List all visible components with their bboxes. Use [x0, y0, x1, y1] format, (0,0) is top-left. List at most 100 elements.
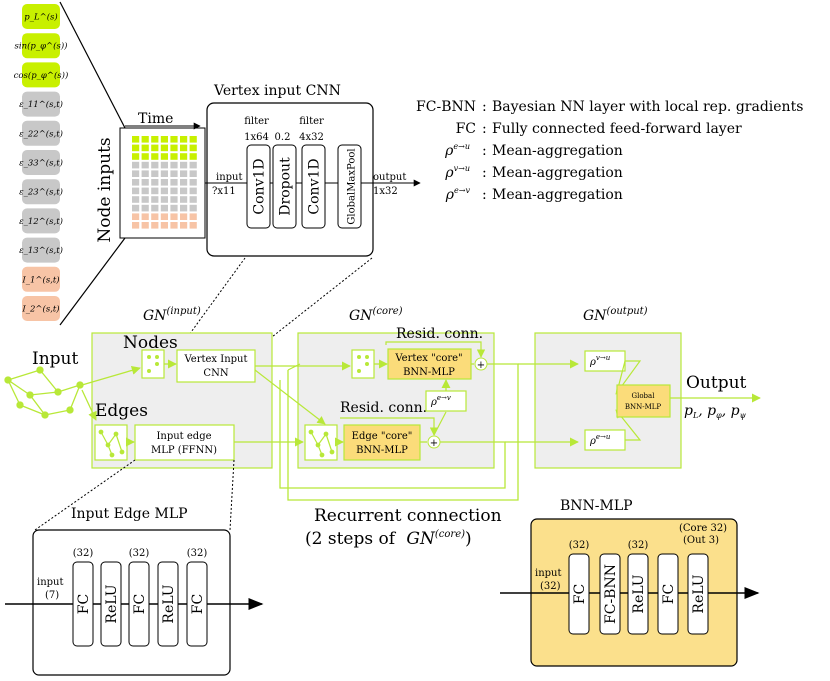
matrix-cell [170, 196, 178, 203]
matrix-cell [151, 161, 159, 169]
main-output-label: Output [686, 373, 747, 393]
node-feature-pill [22, 208, 60, 234]
main-input-label: Input [32, 349, 78, 369]
node-feature-pill [22, 150, 60, 175]
recurrent-loop-outer [287, 363, 519, 501]
input-edge-mlp-line1: Input edge [156, 431, 211, 442]
resid-conn-1: Resid. conn. [396, 326, 483, 342]
legend-description: Bayesian NN layer with local rep. gradie… [492, 99, 803, 115]
edge-mlp-layer-name: ReLU [104, 584, 120, 623]
legend-description: Fully connected feed-forward layer [492, 121, 742, 137]
node-feature-label: ε_13^(s,t) [19, 245, 63, 256]
bnn-mlp-input-dim: (32) [540, 581, 561, 592]
edge-mlp-layer-name: FC [132, 594, 148, 614]
matrix-cell [170, 153, 178, 160]
output-vars: pL, pφ, pψ [684, 403, 747, 420]
matrix-cell [141, 136, 149, 143]
edge-mlp-title: Input Edge MLP [71, 506, 188, 522]
bnn-mlp-out-note: (Out 3) [683, 535, 719, 546]
bnn-mlp-core-note: (Core 32) [679, 523, 727, 534]
edge-core-bnn-box [343, 424, 421, 461]
node-feature-label: sin(p_φ^(s)) [15, 41, 68, 52]
matrix-cell [180, 170, 188, 177]
vertex-plus-sign: + [477, 360, 485, 371]
edge-mlp-zoom-line-left [34, 459, 136, 531]
recurrent-label-2: (2 steps of GN(core)) [305, 529, 472, 549]
matrix-cell [189, 187, 197, 195]
vertex-core-line1: Vertex "core" [394, 353, 462, 364]
cnn-layer-name: GlobalMaxPool [347, 148, 358, 224]
matrix-cell [180, 161, 188, 169]
edge-mlp-layer-name: FC [76, 594, 92, 614]
matrix-cell [151, 136, 159, 143]
vertex-cnn-layers: Conv1Dfilter1x64Dropout0.2Conv1Dfilter4x… [244, 116, 362, 229]
vertex-cnn-title: Vertex input CNN [213, 83, 341, 99]
edge-core-line2: BNN-MLP [356, 445, 408, 456]
matrix-cell [141, 144, 149, 152]
node-feature-label: ε_23^(s,t) [19, 187, 63, 198]
matrix-cell [180, 153, 188, 160]
cnn-layer-box [337, 144, 362, 229]
matrix-cell [170, 204, 178, 212]
zoom-line-bottom [59, 237, 126, 326]
time-label: Time [138, 111, 173, 127]
matrix-cell [189, 222, 197, 229]
cnn-zoom-line-right [257, 257, 373, 349]
gn-input-node-icon [141, 349, 165, 379]
bnn-mlp-layer-box [599, 553, 621, 635]
matrix-cell [160, 196, 168, 203]
gn-output-title: GN(output) [583, 306, 648, 324]
vertex-input-cnn-line1: Vertex Input [183, 354, 247, 365]
matrix-cell [151, 196, 159, 203]
edge-mlp-zoom-line-right [229, 459, 235, 531]
vertex-to-edge-core-arrow [254, 369, 326, 425]
cnn-layer-box [246, 144, 271, 229]
cnn-zoom-line-left [177, 257, 246, 351]
edge-mlp-input-dim: (7) [45, 590, 59, 601]
input-to-edges-arrow [81, 389, 97, 421]
legend: FC-BNN:Bayesian NN layer with local rep.… [416, 99, 803, 203]
bnn-mlp-layer-dim: (32) [569, 540, 590, 551]
node-feature-label: I_2^(s,t) [21, 304, 59, 315]
matrix-cell [170, 179, 178, 186]
matrix-cell [160, 136, 168, 143]
bnn-mlp-layer-box [687, 553, 709, 635]
matrix-cell [151, 222, 159, 229]
matrix-cell [189, 170, 197, 177]
matrix-cell [180, 136, 188, 143]
matrix-cell [180, 213, 188, 220]
vertex-core-bnn-box [387, 348, 472, 380]
node-feature-pill [22, 237, 60, 263]
vertex-cnn-input-label: input [216, 172, 243, 183]
recurrent-loop-inner [279, 380, 506, 489]
matrix-cell [180, 222, 188, 229]
cnn-layer-param-value: 1x64 [244, 132, 269, 143]
cnn-layer-param-value: 0.2 [275, 132, 291, 143]
cnn-layer-param-value: 4x32 [299, 132, 324, 143]
matrix-cell [141, 153, 149, 160]
cnn-layer-box [301, 144, 326, 229]
matrix-cell [180, 144, 188, 152]
edge-mlp-layer-box [186, 561, 208, 647]
matrix-cell [170, 170, 178, 177]
rho-vu-to-global-arrow [615, 360, 642, 395]
edges-label: Edges [95, 401, 148, 421]
bnn-mlp-layer-box [627, 553, 649, 635]
node-feature-label: ε_33^(s,t) [19, 158, 63, 169]
node-feature-pill [22, 179, 60, 205]
matrix-cell [132, 196, 140, 203]
gn-core-title: GN(core) [349, 306, 403, 324]
nodes-label: Nodes [123, 333, 178, 353]
matrix-cell [141, 179, 149, 186]
edge-mlp-layer-dim: (32) [129, 548, 150, 559]
matrix-cell [132, 222, 140, 229]
matrix-cell [132, 144, 140, 152]
node-feature-label: ε_12^(s,t) [19, 216, 63, 227]
legend-key: FC [456, 121, 476, 137]
vertex-cnn-input-shape: ?x11 [212, 186, 236, 197]
node-feature-pill [22, 62, 60, 88]
matrix-cell [170, 213, 178, 220]
recurrent-label-1: Recurrent connection [314, 506, 502, 526]
